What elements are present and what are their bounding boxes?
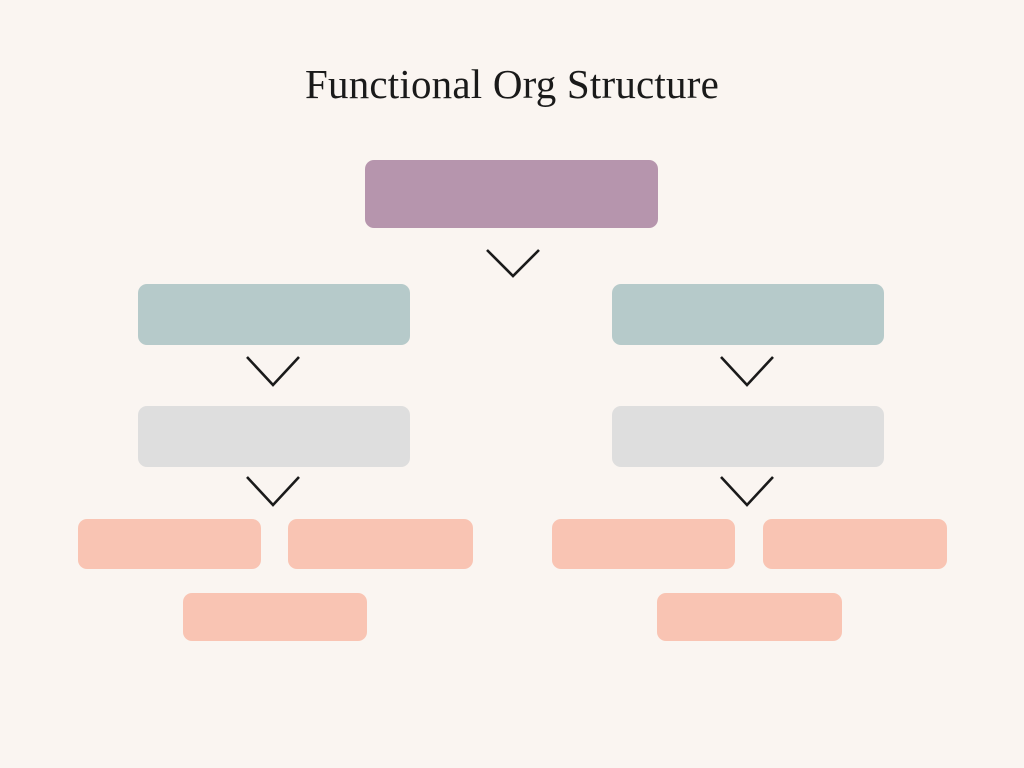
node-label <box>288 519 473 569</box>
node-left-team-a[interactable] <box>78 519 261 569</box>
node-label <box>183 593 367 641</box>
node-label <box>612 406 884 467</box>
node-right-subteam[interactable] <box>657 593 842 641</box>
conn-top-to-divisions-icon <box>486 249 540 278</box>
node-left-team-b[interactable] <box>288 519 473 569</box>
node-right-department[interactable] <box>612 406 884 467</box>
conn-right-div-to-dept-icon <box>720 356 774 387</box>
node-label <box>612 284 884 345</box>
node-label <box>78 519 261 569</box>
conn-right-dept-to-teams-icon <box>720 476 774 507</box>
node-left-subteam[interactable] <box>183 593 367 641</box>
node-label <box>365 160 658 228</box>
node-left-division[interactable] <box>138 284 410 345</box>
conn-left-dept-to-teams-icon <box>246 476 300 507</box>
node-right-division[interactable] <box>612 284 884 345</box>
conn-left-div-to-dept-icon <box>246 356 300 387</box>
node-right-team-b[interactable] <box>763 519 947 569</box>
node-label <box>138 284 410 345</box>
page-title: Functional Org Structure <box>305 61 719 107</box>
node-label <box>657 593 842 641</box>
node-right-team-a[interactable] <box>552 519 735 569</box>
node-top-executive[interactable] <box>365 160 658 228</box>
node-left-department[interactable] <box>138 406 410 467</box>
node-label <box>763 519 947 569</box>
node-label <box>138 406 410 467</box>
node-label <box>552 519 735 569</box>
